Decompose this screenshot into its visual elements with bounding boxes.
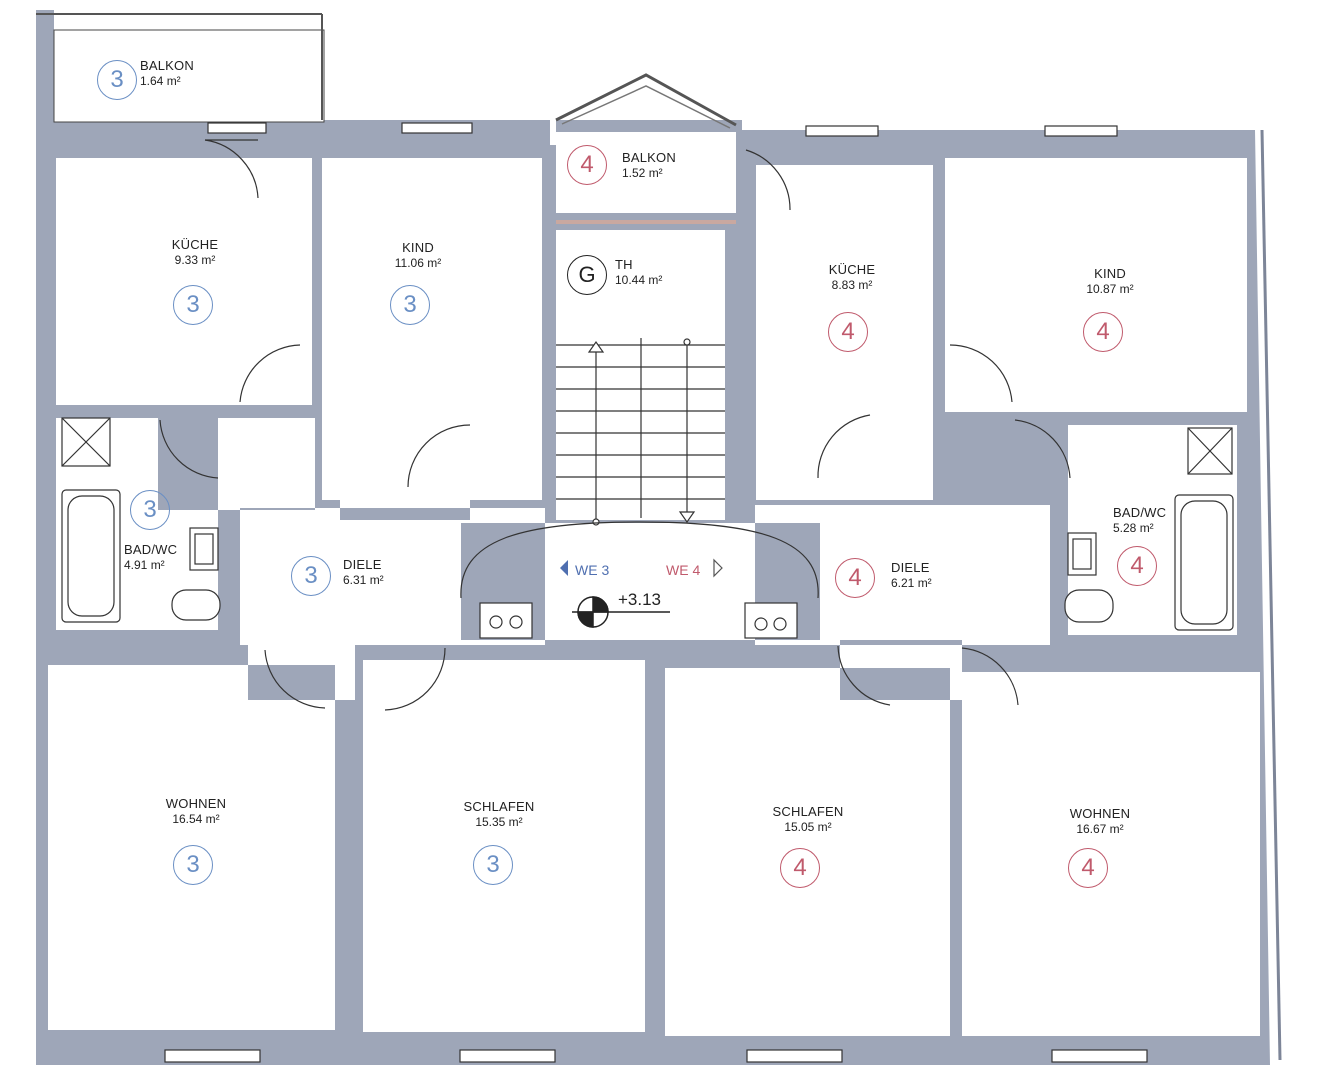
room-name: SCHLAFEN: [463, 799, 535, 814]
unit-badge-4: 4: [1117, 546, 1157, 586]
right-outer-wall: [1260, 129, 1282, 1061]
room-area: 10.87 m²: [1086, 282, 1134, 297]
room-area: 8.83 m²: [831, 278, 873, 293]
unit-badge-3: 3: [291, 556, 331, 596]
door-swings: [159, 139, 1071, 711]
room-name: BALKON: [622, 150, 676, 165]
staircase: [556, 338, 725, 526]
room-area: 16.54 m²: [172, 812, 220, 827]
unit-badge-4: 4: [1068, 848, 1108, 888]
room-area: 6.31 m²: [343, 573, 384, 588]
left-outer-wall: [36, 10, 54, 140]
room-area: 15.05 m²: [784, 820, 832, 835]
shaft-niches: [479, 602, 798, 639]
room-area: 4.91 m²: [124, 558, 165, 573]
bath-4-fixtures: [1064, 427, 1234, 631]
room-area: 1.52 m²: [622, 166, 663, 181]
bath-3-fixtures: [61, 417, 221, 623]
room-area: 11.06 m²: [394, 256, 442, 271]
unit-badge-3: 3: [473, 845, 513, 885]
room-area: 1.64 m²: [140, 74, 181, 89]
balcony-4-roof-inner: [561, 85, 731, 129]
unit-badge-4: 4: [835, 558, 875, 598]
room-area: 15.35 m²: [475, 815, 523, 830]
level-value: +3.13: [618, 590, 662, 609]
room-area: 16.67 m²: [1076, 822, 1124, 837]
room-area: 6.21 m²: [891, 576, 932, 591]
unit-badge-3: 3: [173, 845, 213, 885]
unit-badge-4: 4: [780, 848, 820, 888]
we4-label: WE 4: [666, 562, 701, 578]
we3-label: WE 3: [575, 562, 610, 578]
unit-badge-3: 3: [97, 60, 137, 100]
unit-badge-4: 4: [828, 312, 868, 352]
room-name: KÜCHE: [171, 237, 219, 252]
room-area: 10.44 m²: [615, 273, 663, 288]
room-name: BAD/WC: [124, 542, 178, 557]
unit-badge-4: 4: [1083, 312, 1123, 352]
room-name: WOHNEN: [165, 796, 227, 811]
room-name: WOHNEN: [1069, 806, 1131, 821]
room-name: DIELE: [343, 557, 382, 572]
we4-arrow-icon: [713, 558, 723, 578]
room-area: 5.28 m²: [1113, 521, 1154, 536]
common-area-badge: G: [567, 255, 607, 295]
room-name: TH: [615, 257, 633, 272]
windows: [164, 122, 1148, 1063]
we3-arrow-icon: [560, 560, 568, 576]
unit-badge-3: 3: [173, 285, 213, 325]
unit-badge-3: 3: [390, 285, 430, 325]
unit-badge-4: 4: [567, 145, 607, 185]
room-name: DIELE: [891, 560, 930, 575]
room-name: KIND: [1094, 266, 1126, 281]
landing-outline: [460, 521, 819, 599]
room-name: SCHLAFEN: [772, 804, 844, 819]
room-name: BAD/WC: [1113, 505, 1167, 520]
level-marker: [572, 596, 670, 628]
balcony-4-roof: [555, 73, 737, 127]
room-name: KÜCHE: [828, 262, 876, 277]
room-name: BALKON: [140, 58, 194, 73]
room-name: KIND: [402, 240, 434, 255]
unit-badge-3: 3: [130, 490, 170, 530]
room-area: 9.33 m²: [174, 253, 216, 268]
wall-mass: [36, 120, 1270, 1065]
